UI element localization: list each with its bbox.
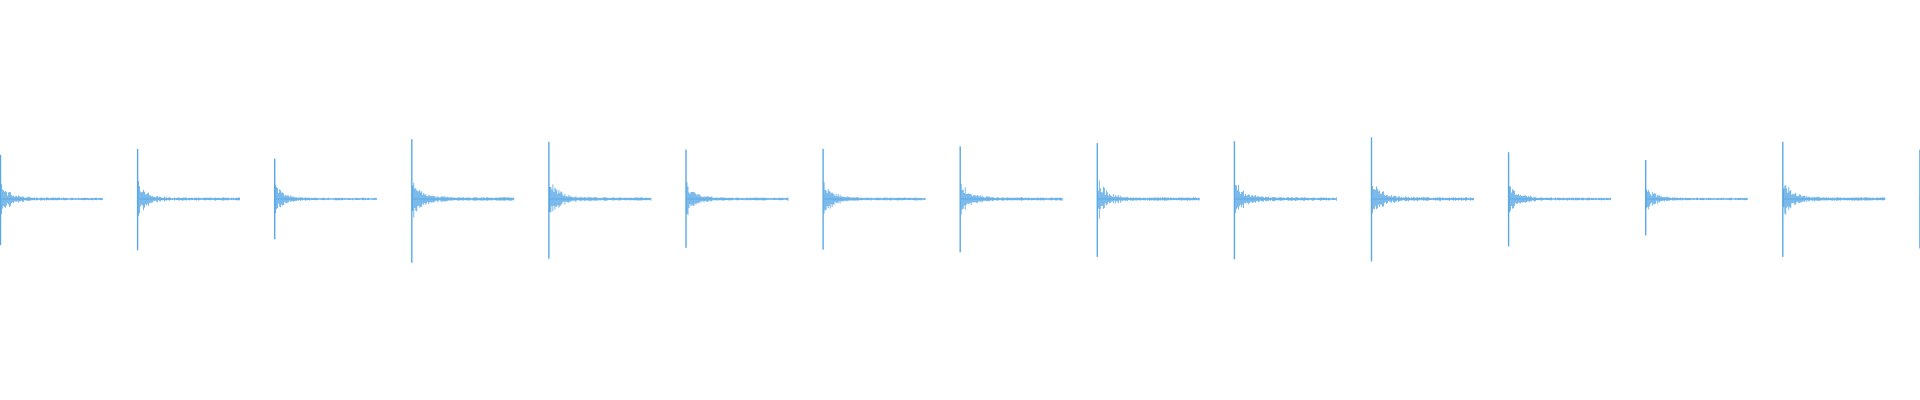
waveform-transient — [959, 146, 1063, 253]
waveform-transient — [1644, 160, 1749, 236]
waveform-transient — [274, 158, 378, 240]
waveform-transient — [0, 154, 103, 246]
waveform-transient — [1507, 152, 1611, 247]
waveform-transient — [1370, 137, 1474, 262]
waveform-transient — [1233, 141, 1337, 260]
waveform-transient — [1096, 143, 1200, 257]
waveform-transient — [685, 149, 789, 248]
waveform-hits — [0, 137, 1920, 263]
waveform-transient — [411, 139, 515, 263]
waveform-transient — [822, 148, 926, 250]
waveform-transient — [548, 141, 652, 259]
waveform-transient — [136, 148, 240, 251]
waveform-transient — [1782, 141, 1886, 257]
